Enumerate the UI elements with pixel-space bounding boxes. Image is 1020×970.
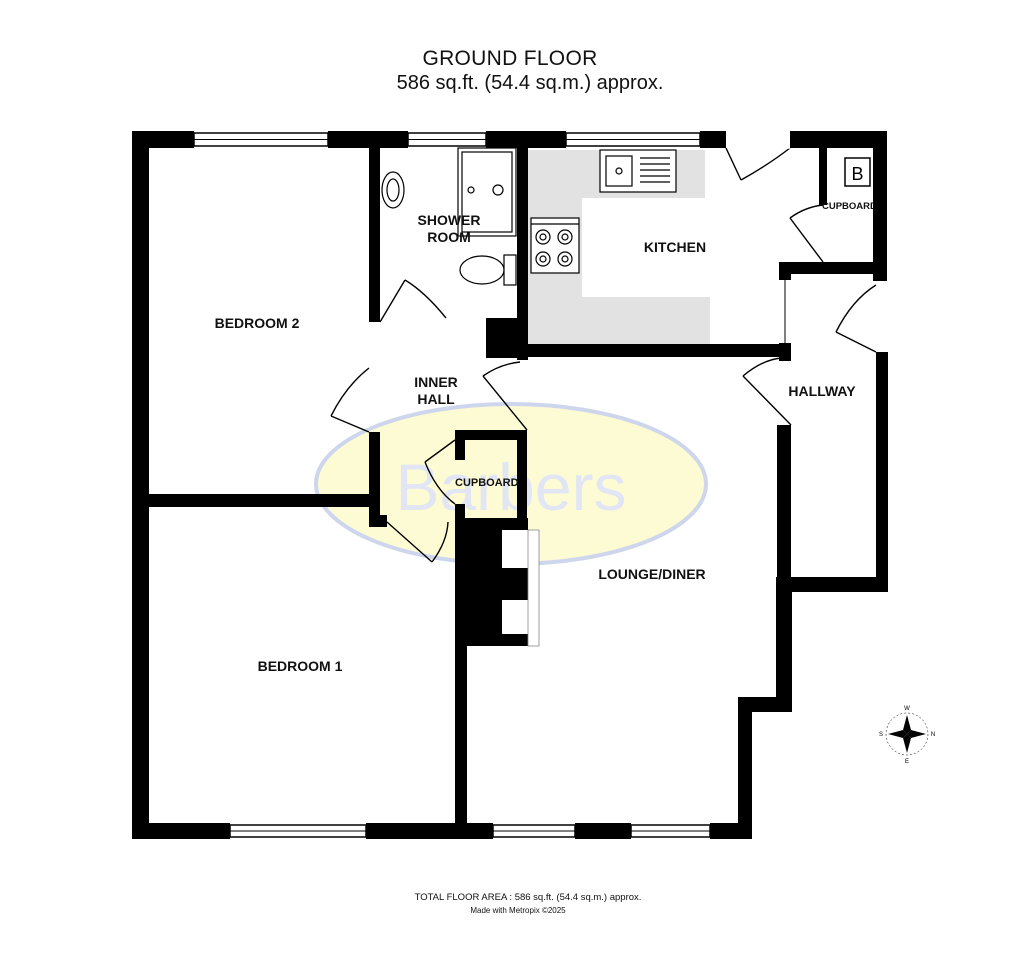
doors xyxy=(330,147,877,563)
room-label-shower-2: ROOM xyxy=(427,229,471,245)
svg-text:S: S xyxy=(879,732,883,738)
total-floor-area: TOTAL FLOOR AREA : 586 sq.ft. (54.4 sq.m… xyxy=(414,892,642,903)
shower-tray xyxy=(457,147,517,237)
chimney-breast xyxy=(502,530,539,646)
svg-text:Barbers: Barbers xyxy=(395,450,626,524)
room-label-inner-2: HALL xyxy=(417,391,455,407)
svg-text:E: E xyxy=(905,759,909,765)
room-label-lounge: LOUNGE/DINER xyxy=(598,566,705,582)
kitchen-sink xyxy=(599,149,677,193)
compass-icon: W N E S xyxy=(879,706,935,765)
basin xyxy=(381,171,405,209)
svg-text:W: W xyxy=(904,706,910,712)
room-label-bedroom-2: BEDROOM 2 xyxy=(215,315,300,331)
room-label-cupboard-hall: CUPBOARD xyxy=(455,477,519,489)
room-label-kitchen: KITCHEN xyxy=(644,239,706,255)
svg-text:N: N xyxy=(931,732,935,738)
walls xyxy=(132,131,888,839)
room-label-hallway: HALLWAY xyxy=(788,383,856,399)
watermark-logo: Barbers xyxy=(314,402,708,566)
room-label-shower-1: SHOWER xyxy=(418,212,481,228)
floor-area-subtitle: 586 sq.ft. (54.4 sq.m.) approx. xyxy=(396,72,664,94)
room-label-bedroom-1: BEDROOM 1 xyxy=(258,658,343,674)
made-with-credit: Made with Metropix ©2025 xyxy=(470,906,566,915)
toilet xyxy=(459,254,517,286)
hob xyxy=(530,217,580,274)
boiler: B xyxy=(844,157,871,187)
svg-text:B: B xyxy=(851,164,863,184)
room-label-inner-1: INNER xyxy=(414,374,458,390)
floor-title: GROUND FLOOR xyxy=(422,47,598,70)
room-label-cupboard-top: CUPBOARD xyxy=(822,201,877,212)
